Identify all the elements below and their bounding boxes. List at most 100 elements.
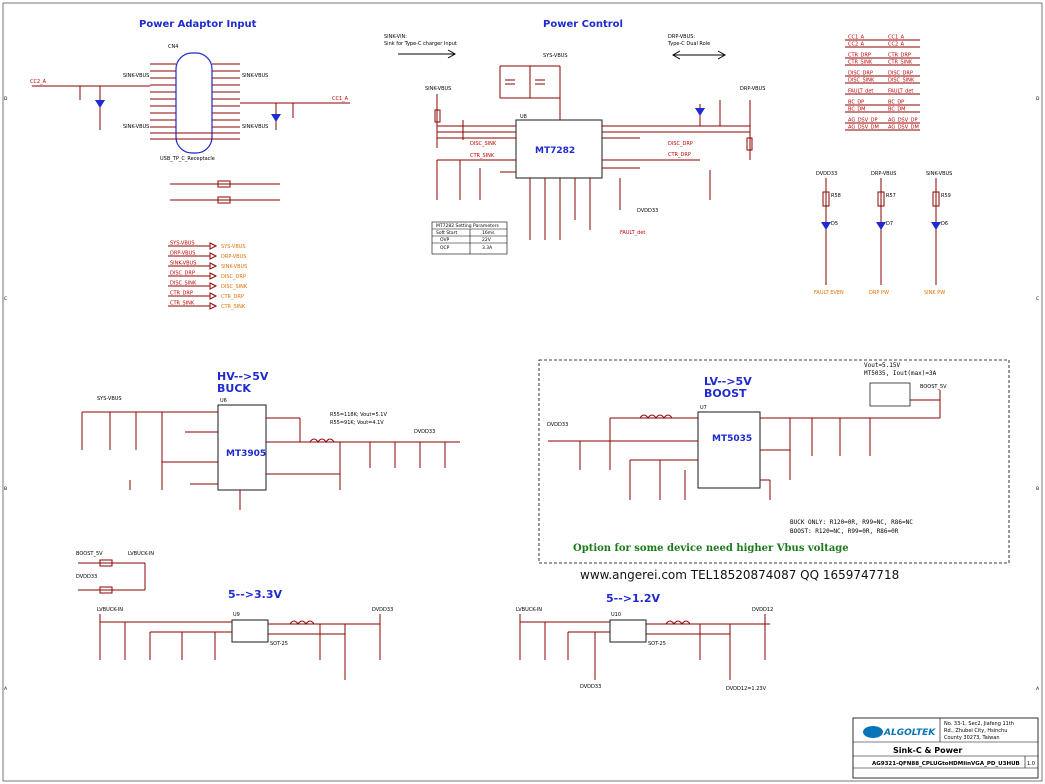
buck-title-2: BUCK bbox=[217, 382, 251, 395]
ldo33-title: 5-->3.3V bbox=[228, 588, 282, 601]
net-lvbuck-in-33: LVBUCK-IN bbox=[97, 607, 123, 613]
mt3905-ref: U6 bbox=[220, 398, 227, 404]
note-boost-v1: Vout=5.15V bbox=[864, 362, 901, 369]
net-ctr-drp: CTR_DRP bbox=[668, 152, 691, 158]
document-number: AG9321-QFN88_CPLUGtoHDMIinVGA_PD_U3HUB bbox=[872, 761, 1020, 767]
net-drp-vbus-control: DRP-VBUS bbox=[740, 86, 765, 92]
netlist-left-entry: DISC_SINK DISC_SINK bbox=[168, 281, 248, 290]
table-cell-0-0: OVP bbox=[440, 237, 450, 243]
netlist-left: SYS-VBUSSYS-VBUSDRP-VBUSDRP-VBUSSINK-VBU… bbox=[168, 241, 248, 310]
mt7282-ref: U8 bbox=[520, 114, 527, 120]
boost-inductor bbox=[639, 414, 673, 419]
net-dvdd-12-fb: DVDD33 bbox=[580, 684, 601, 690]
led-supply-net: DRP-VBUS bbox=[871, 171, 896, 177]
led-resistor-ref: R58 bbox=[831, 193, 841, 199]
net-sink-vbus-adaptor-bottom-right: SINK-VBUS bbox=[242, 124, 268, 130]
svg-text:D: D bbox=[1036, 96, 1040, 102]
address-1: No. 33-1, Sec2, Jiafeng 11th bbox=[944, 721, 1014, 727]
led-resistor-ref: R57 bbox=[886, 193, 896, 199]
netlist-left-port: SYS-VBUS bbox=[221, 244, 246, 250]
svg-text:A: A bbox=[4, 686, 8, 692]
table-cell-1-1: 3.3A bbox=[482, 245, 493, 251]
table-cell-1-0: OCP bbox=[440, 245, 450, 251]
mt7282-name: MT7282 bbox=[535, 146, 575, 156]
netlist-left-entry: DISC_DRP DISC_DRP bbox=[168, 271, 246, 280]
led-label: FAULT EVEN bbox=[814, 290, 844, 296]
net-dvdd33-out: DVDD33 bbox=[372, 607, 393, 613]
ldo33-chip bbox=[231, 619, 269, 643]
note-boost-v2: MT5035, Iout(max)=3A bbox=[864, 370, 937, 377]
netlist-right-port: FAULT_det bbox=[888, 89, 913, 95]
netlist-left-port: DISC_SINK bbox=[221, 284, 248, 290]
connector-ref: CN4 bbox=[168, 44, 178, 50]
svg-text:C: C bbox=[1036, 296, 1039, 302]
note-buck-r2: R55=91K; Vout=4.1V bbox=[330, 420, 384, 426]
netlist-left-port: DISC_DRP bbox=[221, 274, 246, 280]
netlist-right-port: BC_DP bbox=[888, 100, 904, 106]
netlist-right-label: CTR_SINK bbox=[848, 60, 873, 66]
led-supply-net: DVDD33 bbox=[816, 171, 837, 177]
net-cc2-a: CC2_A bbox=[30, 79, 47, 85]
note-sink-vin-2: Sink for Type-C charger Input bbox=[384, 41, 457, 47]
net-sys-vbus-buck: SYS-VBUS bbox=[97, 396, 122, 402]
net-boost-5v-box: BOOST_5V bbox=[920, 384, 947, 390]
netlist-left-port: SINK-VBUS bbox=[221, 264, 247, 270]
net-sink-vbus-adaptor-left: SINK-VBUS bbox=[123, 73, 149, 79]
led-icon bbox=[821, 222, 831, 230]
mt7282-chip bbox=[515, 119, 603, 179]
option-note: Option for some device need higher Vbus … bbox=[573, 543, 849, 554]
watermark: www.angerei.com TEL18520874087 QQ 165974… bbox=[580, 568, 899, 582]
netlist-right-label: AG_DSV_DM bbox=[848, 125, 879, 131]
section-title-adaptor: Power Adaptor Input bbox=[139, 19, 257, 30]
net-dvdd-sel: DVDD33 bbox=[76, 574, 97, 580]
note-boost-config: BOOST: R120=NC, R99=0R, R86=0R bbox=[790, 528, 899, 535]
note-buck-r1: R55=118K; Vout=5.1V bbox=[330, 412, 387, 418]
sheet-title: Sink-C & Power bbox=[893, 746, 962, 755]
revision: 1.0 bbox=[1027, 761, 1035, 767]
mt5035-name: MT5035 bbox=[712, 434, 752, 444]
ldo12-wiring bbox=[519, 614, 770, 680]
netlist-right-label: DISC_DRP bbox=[848, 71, 873, 77]
note-sink-vin-1: SINK-VIN: bbox=[384, 34, 407, 40]
net-cc1-a: CC1_A bbox=[332, 96, 349, 102]
netlist-left-label: DRP-VBUS bbox=[170, 251, 195, 257]
netlist-left-label: DISC_DRP bbox=[170, 271, 195, 277]
section-title-control: Power Control bbox=[543, 19, 623, 30]
title-block: ALGOLTEK No. 33-1, Sec2, Jiafeng 11th Rd… bbox=[852, 717, 1039, 779]
bc-resistors bbox=[170, 180, 280, 204]
netlist-right-label: DISC_SINK bbox=[848, 78, 875, 84]
arrow-sink-right bbox=[398, 49, 457, 59]
net-dvdd12-out: DVDD12 bbox=[752, 607, 773, 613]
ldo33-wiring bbox=[99, 614, 381, 680]
address-3: County 30273, Taiwan bbox=[944, 735, 999, 741]
led-icon bbox=[931, 222, 941, 230]
netlist-right-port: CTR_SINK bbox=[888, 60, 913, 66]
netlist-right-label: BC_DP bbox=[848, 100, 864, 106]
netlist-left-label: DISC_SINK bbox=[170, 281, 197, 287]
net-disc-drp: DISC_DRP bbox=[668, 141, 693, 147]
boost-title-1: LV-->5V bbox=[704, 375, 752, 388]
note-drp-vbus-1: DRP-VBUS: bbox=[668, 34, 695, 40]
svg-text:A: A bbox=[1036, 686, 1040, 692]
net-fault-det: FAULT_det bbox=[620, 230, 645, 236]
ldo12-inductor bbox=[665, 620, 691, 625]
netlist-right-label: AG_DSV_DP bbox=[848, 118, 878, 124]
ldo12-title: 5-->1.2V bbox=[606, 592, 660, 605]
note-dvdd12: DVDD12=1.23V bbox=[726, 686, 767, 692]
net-ctr-sink: CTR_SINK bbox=[470, 153, 495, 159]
netlist-left-label: CTR_DRP bbox=[170, 291, 193, 297]
svg-text:B: B bbox=[4, 486, 7, 492]
